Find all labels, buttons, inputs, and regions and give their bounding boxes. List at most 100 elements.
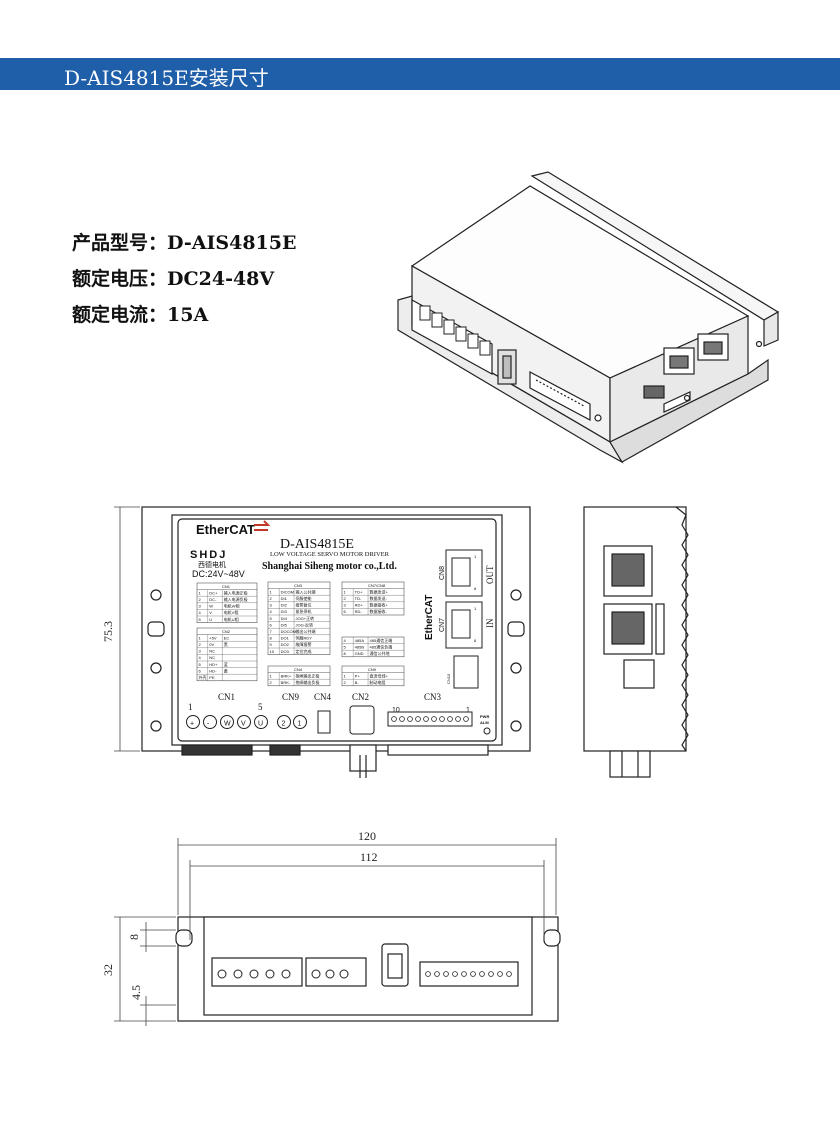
dim-width-hole-label: 112	[360, 850, 378, 864]
side-brand-text: EtherCAT	[424, 595, 435, 640]
terminal-screw	[254, 715, 268, 729]
dim-width-total-label: 120	[358, 829, 376, 843]
spec-current: 额定电流：15A	[72, 304, 209, 326]
company-text: Shanghai Siheng motor co.,Ltd.	[262, 561, 397, 572]
table-cell: 抱闸输出正极	[296, 672, 320, 678]
rj-pin-8-label: 8	[474, 638, 477, 643]
bottom-cn1-pin	[249, 969, 259, 979]
spec-value: 15A	[167, 304, 209, 326]
table-cell: PE	[209, 675, 215, 680]
table-cell: 数据接收+	[370, 602, 389, 608]
pwr-label: PWR	[480, 714, 489, 719]
dim-32-label: 32	[101, 964, 115, 976]
terminal-screw	[203, 715, 217, 729]
table-cell: 报警复位	[296, 602, 312, 608]
table-cell: 5	[199, 662, 202, 667]
cn3-pin	[463, 716, 469, 722]
table-cell: +5V	[209, 635, 217, 640]
table-cell: 7	[270, 629, 273, 634]
table-cell: 制动电阻	[370, 679, 386, 685]
table-cell: 6	[199, 668, 202, 673]
table-cell: 3	[199, 604, 202, 609]
dim-45-label: 4.5	[129, 985, 143, 1000]
table-cell: DICOM	[281, 589, 294, 594]
table-cell: 1	[344, 673, 347, 678]
table-cell: 输入电源正极	[224, 589, 248, 595]
table-cell: EC	[224, 635, 230, 640]
voltage-text: DC:24V~48V	[192, 569, 245, 579]
table-cell: 1	[199, 635, 202, 640]
product-isometric	[397, 171, 780, 464]
out-label: OUT	[485, 565, 495, 584]
cn9-terminal-screw	[277, 715, 291, 729]
rj-pin-8-label: 8	[474, 586, 477, 591]
table-cell: BRK+	[281, 673, 292, 678]
table-cell: 伺服RDY	[296, 635, 313, 641]
dim-height-front: 75.3	[101, 506, 140, 752]
table-cell: 3	[199, 649, 202, 654]
table-cell: DO1	[281, 636, 290, 641]
cn9-terminal-mark: 1	[298, 721, 302, 728]
table-cell: RD-	[355, 609, 363, 614]
cn1-bottom-label: CN1	[218, 692, 235, 702]
title-banner: D-AIS4815E安装尺寸	[0, 58, 840, 90]
table-cell: 黄	[224, 667, 228, 673]
ethercat-arrow-icon	[254, 520, 271, 531]
spec-label: 额定电流	[72, 304, 149, 326]
table-cell: TD-	[355, 596, 362, 601]
table-title: CN4	[294, 667, 303, 672]
bottom-cn3-pin	[425, 971, 431, 977]
table-cell: JOG+正转	[296, 615, 315, 621]
table-cell: 故障报警	[296, 641, 312, 647]
bottom-cn1-pin	[281, 969, 291, 979]
table-cell: 1	[270, 673, 273, 678]
table-cell: 2	[199, 597, 202, 602]
front-connector-row: CN1 CN9 CN4 CN2 CN3 1 5 10 1 PWR ALM +-W…	[186, 692, 491, 735]
cn7-label: CN7	[439, 618, 446, 632]
table-cell: 4	[344, 638, 347, 643]
table-cell: JOG-反转	[296, 621, 314, 627]
table-cell: 电机W相	[224, 603, 240, 609]
table-cell: P+	[355, 673, 361, 678]
cn3-pin-group	[391, 716, 469, 722]
cn9-terminal-screw	[293, 715, 307, 729]
table-cell: 485通信负端	[370, 643, 393, 649]
cn3-pin	[407, 716, 413, 722]
table-cell: 4	[199, 610, 202, 615]
table-cell: 2	[344, 680, 347, 685]
table-title: CN1	[222, 584, 231, 589]
cn9-bottom-label: CN9	[282, 692, 300, 702]
spec-value: DC24-48V	[167, 268, 275, 290]
table-cell: 抱闸输出负极	[296, 679, 320, 685]
table-cell: 通信公共地	[370, 650, 390, 656]
bottom-cn3-pin	[506, 971, 512, 977]
table-cell: NC	[209, 649, 215, 654]
bottom-cn3-pin	[452, 971, 458, 977]
table-cell: 2	[199, 642, 202, 647]
cn3-pin	[391, 716, 397, 722]
bottom-view	[175, 916, 561, 1022]
terminal-screw	[186, 715, 200, 729]
table-cell: 9	[270, 642, 273, 647]
table-cell: 8	[270, 636, 273, 641]
table-cell: V	[209, 610, 212, 615]
table-cell: DI1	[281, 596, 288, 601]
bottom-cn9-pin	[339, 969, 349, 979]
table-cell: 3	[344, 603, 347, 608]
cn3-pin	[439, 716, 445, 722]
terminal-screw	[220, 715, 234, 729]
table-cell: NC	[209, 655, 215, 660]
table-title: CN3	[294, 583, 303, 588]
table-cell: 1	[344, 589, 347, 594]
table-cell: DC+	[209, 590, 218, 595]
table-cell: 直流母线+	[370, 672, 389, 678]
terminal-mark: W	[224, 721, 231, 728]
